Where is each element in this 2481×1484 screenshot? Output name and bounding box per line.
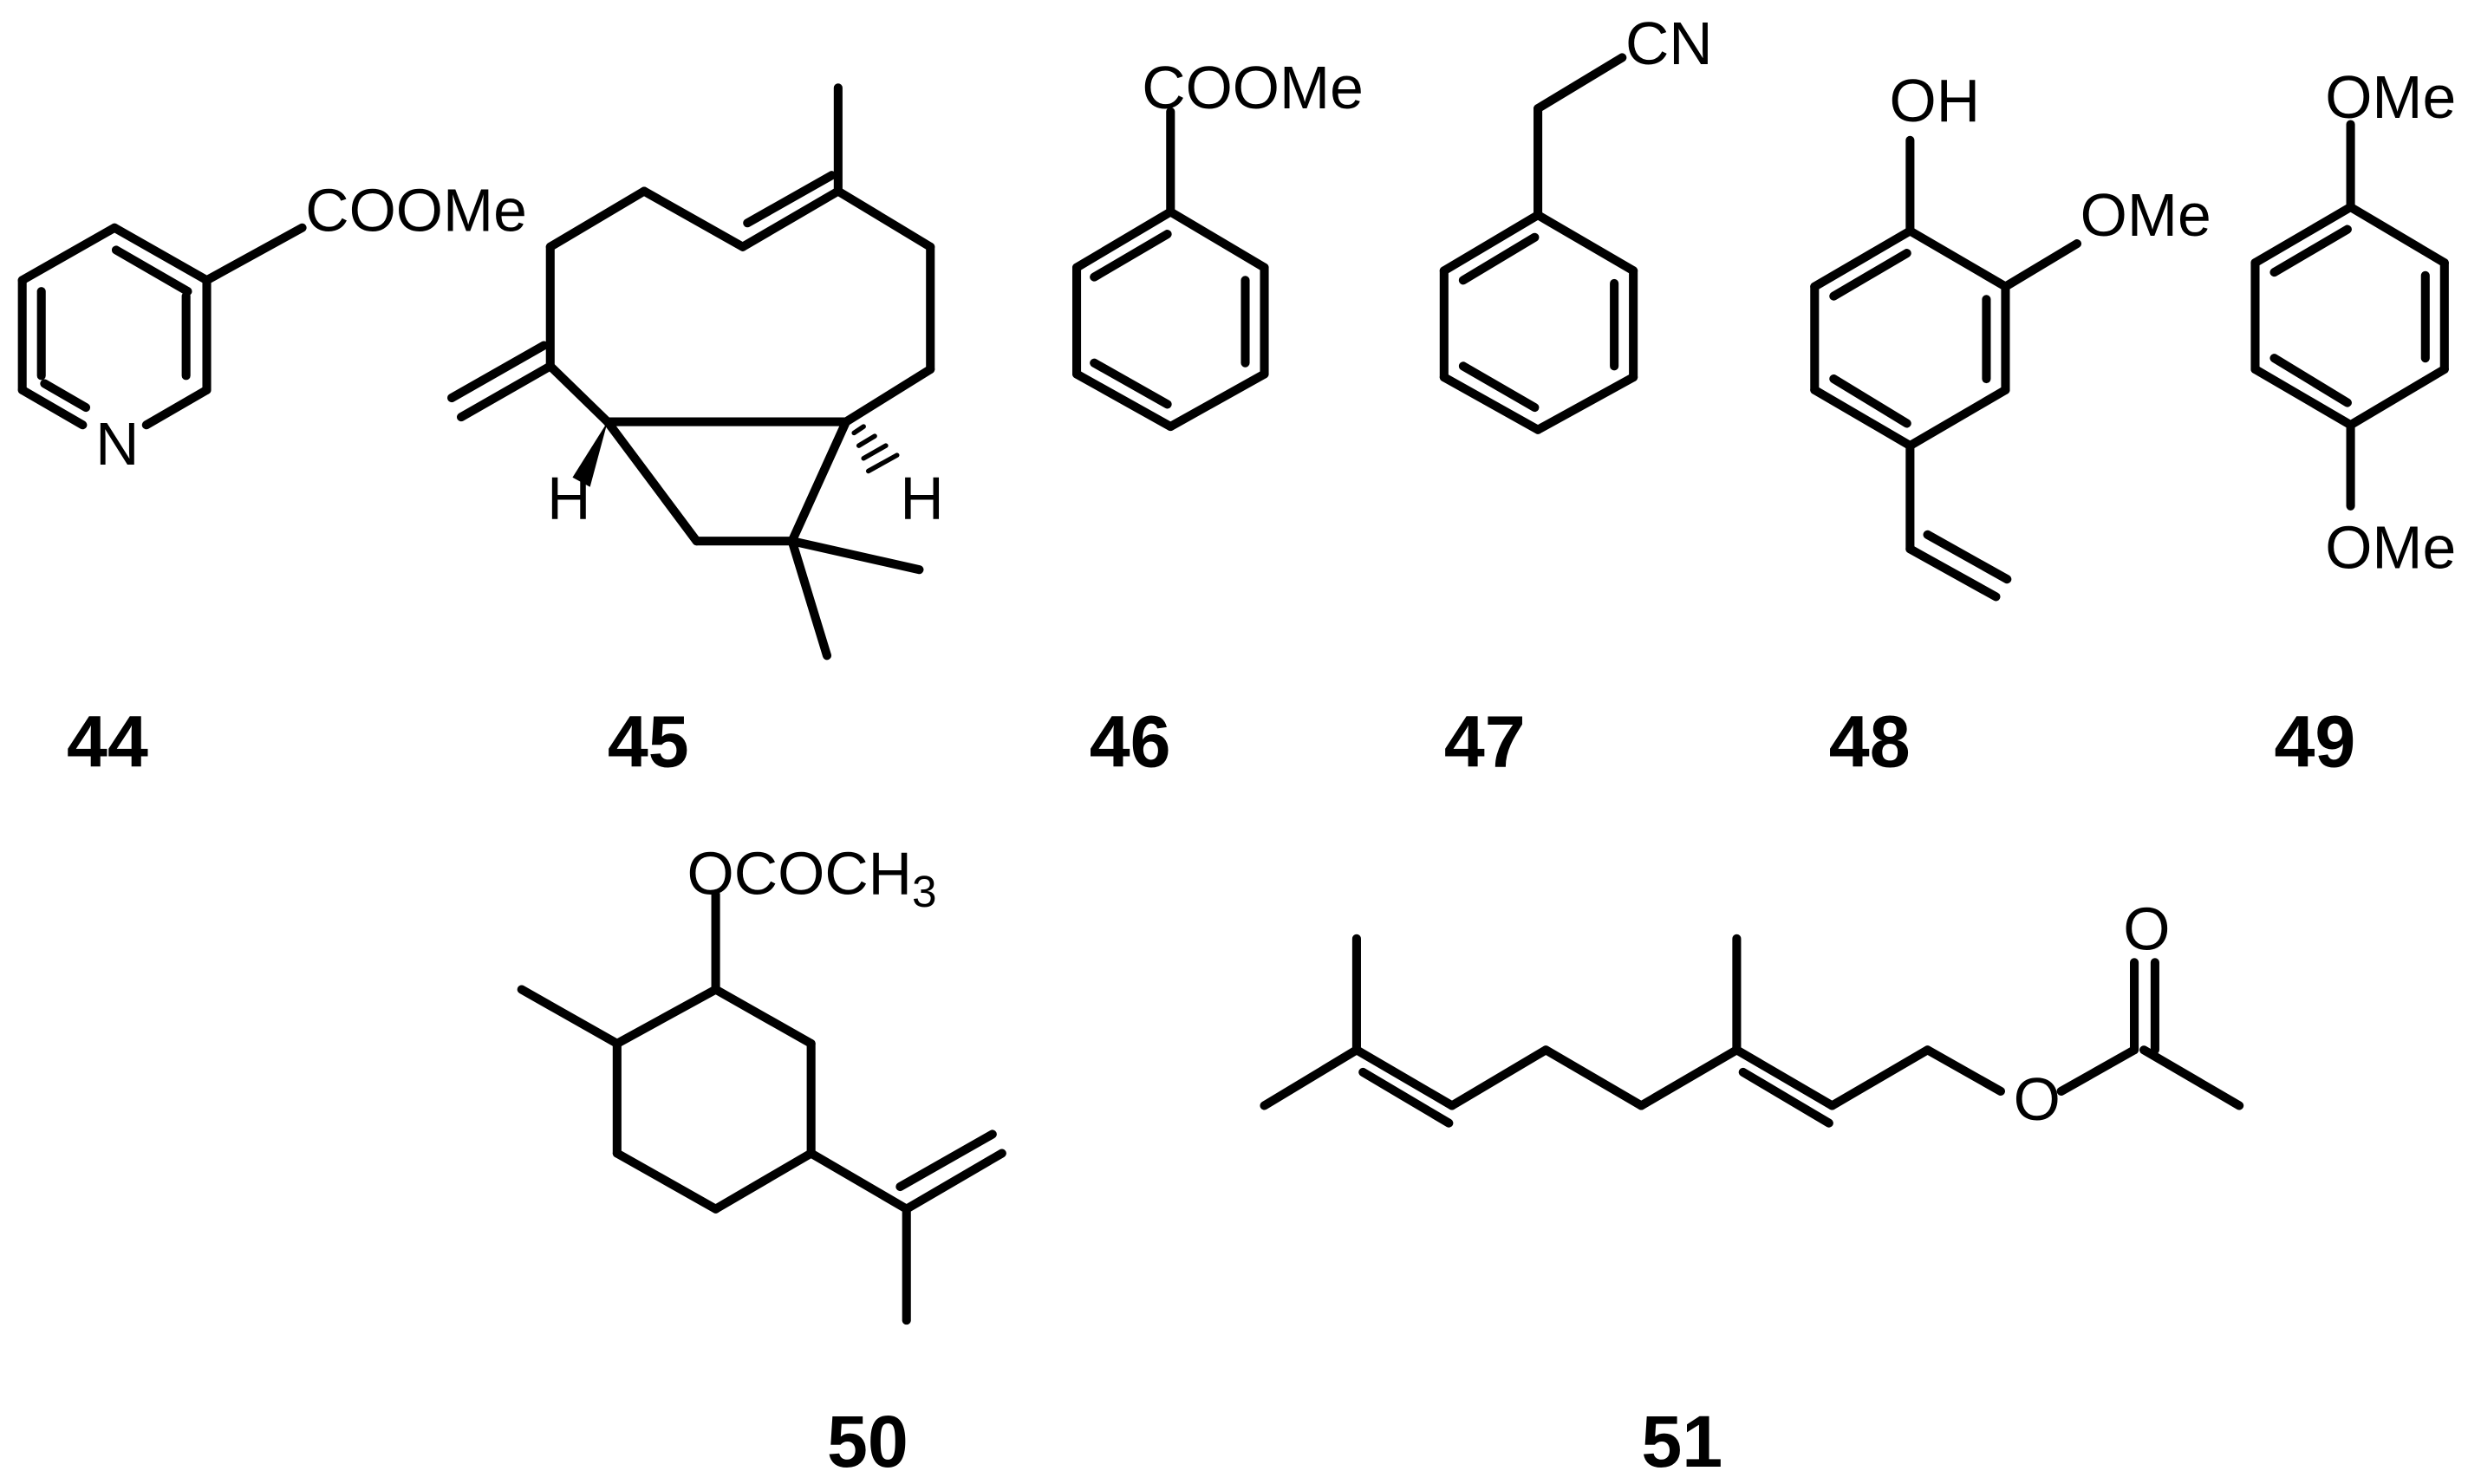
compound-49-methoxy-bottom: OMe xyxy=(2325,513,2456,581)
compound-47: CN 47 xyxy=(1439,10,1713,783)
compound-51: O O 51 xyxy=(1260,895,2244,1482)
compound-48: OH OMe 48 xyxy=(1810,67,2211,783)
compound-47-bonds xyxy=(1439,53,1638,434)
compound-49-label: 49 xyxy=(2275,701,2356,783)
compound-49-bonds xyxy=(2250,120,2449,511)
compound-48-methoxy-group: OMe xyxy=(2081,181,2211,249)
compound-45: H H 45 xyxy=(446,83,944,783)
compound-50-acetate-main: OCOCH xyxy=(687,839,912,907)
compound-45-wedge-left xyxy=(572,421,608,487)
compound-44: COOMe N 44 xyxy=(17,176,527,783)
compound-48-hydroxyl-group: OH xyxy=(1890,67,1981,134)
compound-45-hash-right xyxy=(851,424,900,474)
compound-48-bonds xyxy=(1810,135,2082,602)
compound-49: OMe OMe 49 xyxy=(2250,63,2456,783)
compound-46-bonds xyxy=(1071,107,1269,432)
compound-51-bonds xyxy=(1260,934,2244,1128)
compound-46: COOMe 46 xyxy=(1071,54,1364,783)
compound-46-label: 46 xyxy=(1090,701,1171,783)
compound-48-label: 48 xyxy=(1829,701,1911,783)
compound-45-bonds xyxy=(446,83,935,661)
compound-44-ester-group: COOMe xyxy=(305,176,527,244)
compound-51-carbonyl-oxygen: O xyxy=(2123,895,2170,963)
compound-45-hydrogen-left: H xyxy=(547,464,590,531)
compound-44-bonds xyxy=(17,223,307,430)
compound-50-bonds xyxy=(517,889,1006,1325)
compound-45-hydrogen-right: H xyxy=(900,464,943,531)
compound-50: OCOCH3 50 xyxy=(517,839,1006,1482)
compound-50-acetate-group: OCOCH3 xyxy=(687,839,937,916)
compound-44-ring-nitrogen: N xyxy=(95,410,139,478)
compound-44-label: 44 xyxy=(67,701,148,783)
compound-46-ester-group: COOMe xyxy=(1142,54,1364,121)
compound-45-label: 45 xyxy=(608,701,689,783)
compound-47-nitrile-group: CN xyxy=(1625,10,1713,77)
compound-51-ester-oxygen: O xyxy=(2014,1065,2061,1133)
compound-51-label: 51 xyxy=(1641,1401,1722,1480)
compound-50-acetate-subscript: 3 xyxy=(912,867,937,916)
compound-47-label: 47 xyxy=(1444,701,1526,783)
compound-49-methoxy-top: OMe xyxy=(2325,63,2456,131)
compound-50-label: 50 xyxy=(827,1401,908,1480)
